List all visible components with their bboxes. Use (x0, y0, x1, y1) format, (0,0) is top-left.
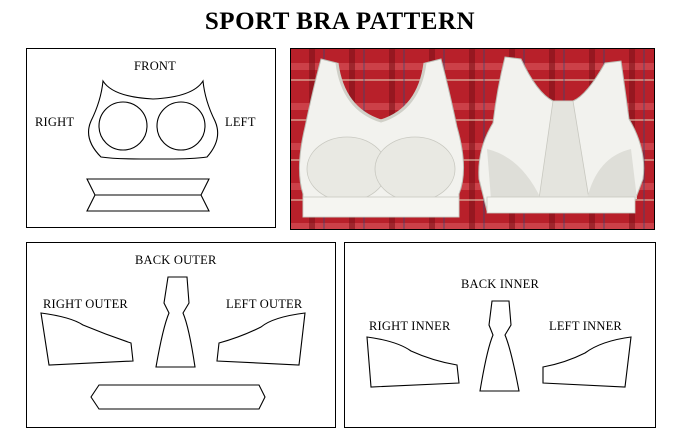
back-outer-band-piece (90, 384, 266, 410)
right-outer-piece (40, 312, 134, 366)
right-outer-label: RIGHT OUTER (43, 297, 128, 311)
sports-bra-photo (290, 48, 655, 230)
back-outer-label: BACK OUTER (135, 253, 217, 267)
front-pattern-panel: FRONT RIGHT LEFT (26, 48, 276, 228)
front-pattern-drawing (86, 79, 219, 212)
back-outer-piece (155, 276, 196, 368)
right-inner-label: RIGHT INNER (369, 319, 451, 333)
left-outer-piece (216, 312, 306, 366)
front-label: FRONT (134, 59, 176, 73)
page-title: SPORT BRA PATTERN (204, 8, 476, 35)
front-band-piece (86, 178, 210, 212)
right-inner-piece (366, 336, 460, 388)
left-outer-label: LEFT OUTER (226, 297, 303, 311)
left-inner-label: LEFT INNER (549, 319, 622, 333)
back-outer-pattern-panel: BACK OUTER RIGHT OUTER LEFT OUTER (26, 242, 336, 428)
left-cup-circle (156, 101, 206, 151)
bra-back-view (478, 56, 645, 214)
back-inner-pattern-panel: BACK INNER RIGHT INNER LEFT INNER (344, 242, 656, 428)
back-inner-drawing (366, 300, 632, 392)
left-label: LEFT (225, 115, 256, 129)
photo-illustration (291, 49, 654, 229)
bra-front-view (298, 58, 465, 218)
right-label: RIGHT (35, 115, 75, 129)
back-inner-label: BACK INNER (461, 277, 540, 291)
left-inner-piece (542, 336, 632, 388)
right-cup-circle (98, 101, 148, 151)
front-bodice-piece (88, 79, 219, 160)
back-outer-drawing (40, 276, 306, 410)
back-inner-piece (479, 300, 520, 392)
